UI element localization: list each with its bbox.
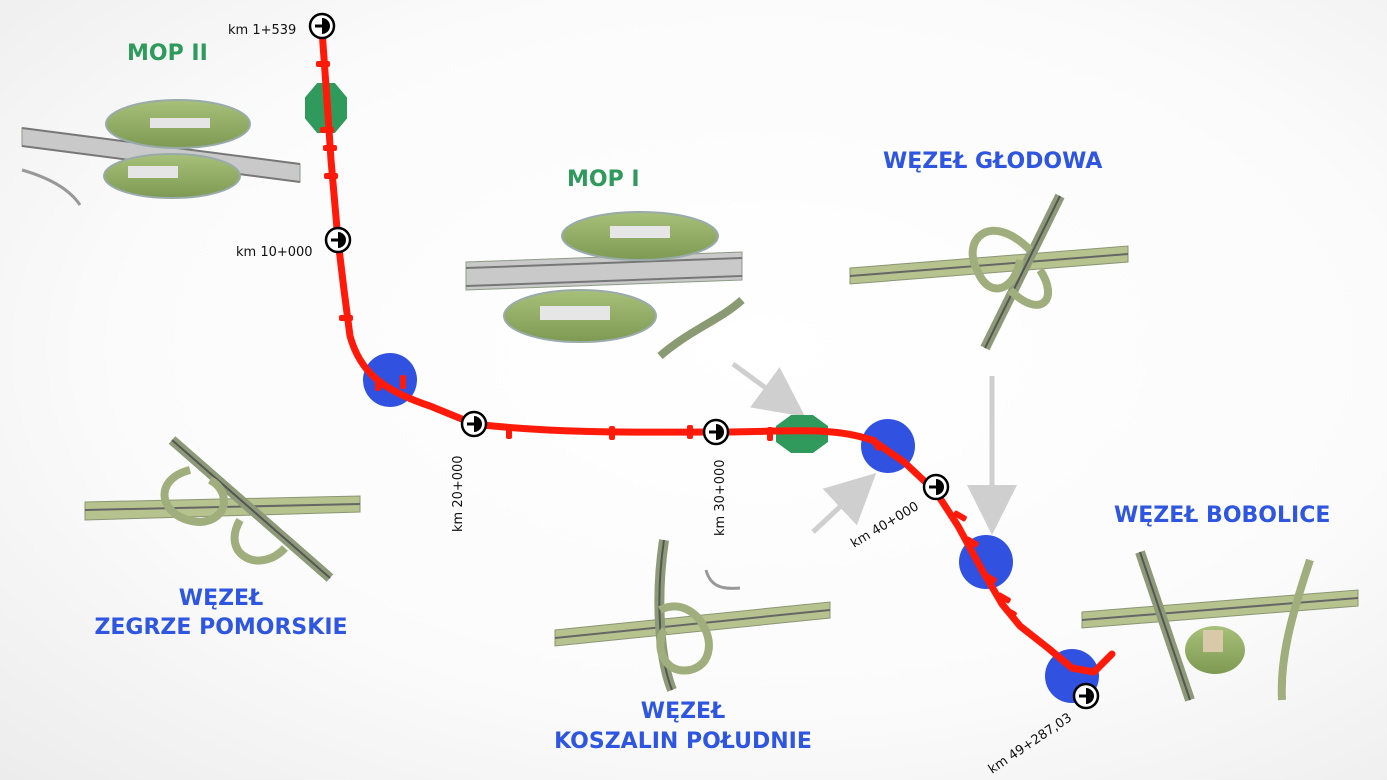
- km-marker-bar: [315, 24, 329, 28]
- route-tick-7: [506, 425, 512, 439]
- koszalin-label-line2: KOSZALIN POŁUDNIE: [554, 729, 812, 754]
- km-marker-icon-2: [460, 410, 488, 438]
- mop-i-illustration: [465, 211, 745, 360]
- km-label-20000: km 20+000: [451, 455, 466, 532]
- koszalin-label-line1: WĘZEŁ: [641, 699, 725, 724]
- route-tick-4: [339, 315, 353, 321]
- bobolice-label: WĘZEŁ BOBOLICE: [1114, 503, 1330, 528]
- route-tick-6: [400, 375, 406, 389]
- koszalin-illustration: [554, 539, 831, 692]
- route-tick-15: [997, 592, 1011, 604]
- zegrze-label-line1: WĘZEŁ: [179, 586, 263, 611]
- km-label-49287: km 49+287,03: [986, 710, 1075, 777]
- mop-ii-illustration: [21, 99, 301, 206]
- mop-ii-label: MOP II: [127, 41, 208, 66]
- route-nodes: [305, 83, 1099, 703]
- route-tick-9: [687, 425, 693, 439]
- glodowa-illustration: [849, 193, 1129, 351]
- km-marker-bar: [1079, 694, 1093, 698]
- km-marker-icon-0: [308, 12, 336, 40]
- km-marker-bar: [331, 238, 345, 242]
- route-tick-16: [1003, 606, 1017, 618]
- km-label-40000: km 40+000: [848, 499, 921, 551]
- route-tick-11: [870, 437, 882, 451]
- bobolice-illustration: [1081, 550, 1359, 702]
- km-label-1539: km 1+539: [228, 23, 296, 38]
- km-label-30000: km 30+000: [713, 459, 728, 536]
- km-label-10000: km 10+000: [236, 245, 313, 260]
- km-marker-icon-4: [922, 473, 950, 501]
- route-tick-1: [320, 127, 334, 133]
- route-tick-3: [324, 173, 338, 179]
- km-marker-bar: [467, 422, 481, 426]
- route-tick-2: [323, 145, 337, 151]
- km-marker-icon-1: [324, 226, 352, 254]
- route-tick-8: [609, 426, 615, 440]
- route-tick-14: [983, 572, 997, 584]
- zegrze-label-line2: ZEGRZE POMORSKIE: [94, 615, 347, 640]
- km-markers: [308, 12, 1100, 710]
- glodowa-label: WĘZEŁ GŁODOWA: [883, 149, 1102, 174]
- route-tick-0: [316, 61, 330, 67]
- arrow-koszalin: [811, 472, 877, 534]
- zegrze-illustration: [84, 436, 361, 582]
- route-tick-13: [965, 536, 979, 548]
- route-tick-10: [767, 427, 773, 441]
- km-marker-bar: [929, 485, 943, 489]
- arrow-mop-i: [731, 361, 806, 417]
- route-tick-5: [375, 377, 381, 391]
- route-ticks: [316, 61, 1017, 618]
- km-marker-bar: [709, 430, 723, 434]
- route-tick-12: [953, 510, 967, 522]
- km-marker-icon-5: [1072, 682, 1100, 710]
- mop-i-label: MOP I: [567, 167, 640, 192]
- km-marker-icon-3: [702, 418, 730, 446]
- pointer-arrows: [731, 361, 1017, 535]
